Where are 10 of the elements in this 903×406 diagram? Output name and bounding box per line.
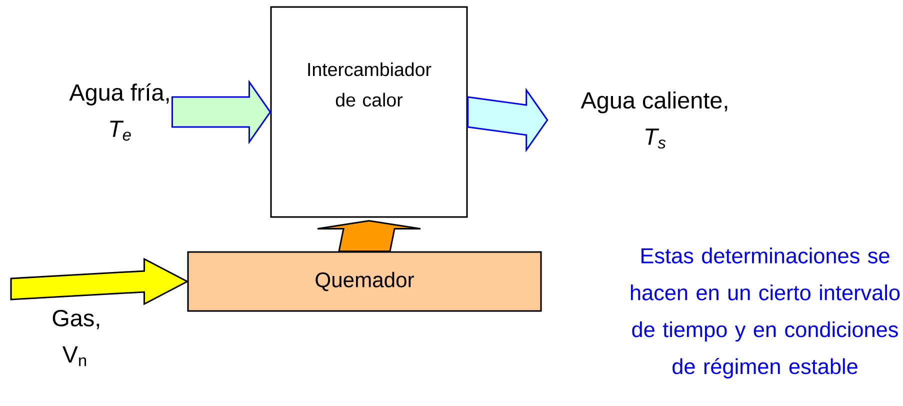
burner-box: Quemador: [187, 251, 542, 312]
block-arrow: [467, 88, 548, 152]
block-arrow: [171, 80, 272, 144]
exchanger-box: Intercambiador de calor: [270, 6, 468, 218]
note-text: Estas determinaciones se hacen en un cierto intervalo de tiempo y en condiciones de régimen estable: [630, 248, 900, 378]
outlet-label: Agua caliente, T$_{s}$: [580, 91, 728, 149]
block-arrow: [316, 220, 422, 252]
inlet-label: Agua fría, T$_{e}$: [69, 83, 169, 141]
block-arrow: [10, 258, 189, 306]
gas-label: Gas, V$_{n}$: [52, 310, 100, 366]
